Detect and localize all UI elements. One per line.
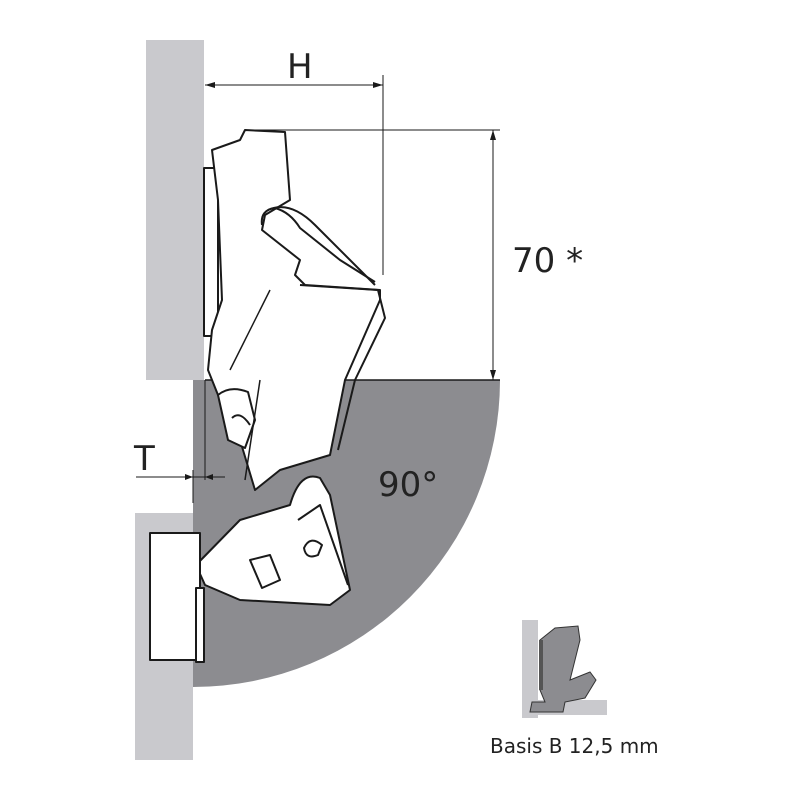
basis-b-icon (522, 620, 607, 718)
dimension-t (136, 470, 225, 503)
dimension-70 (245, 129, 500, 380)
angle-label: 90° (378, 465, 438, 505)
height-label: 70 * (512, 241, 583, 281)
width-label: H (287, 47, 313, 87)
basis-b-caption: Basis B 12,5 mm (490, 734, 659, 758)
thickness-label: T (133, 439, 155, 479)
hinge-cup (149, 475, 351, 663)
dimension-h (205, 75, 384, 275)
cabinet-side-panel (146, 40, 204, 380)
hinge-arm (203, 129, 386, 491)
